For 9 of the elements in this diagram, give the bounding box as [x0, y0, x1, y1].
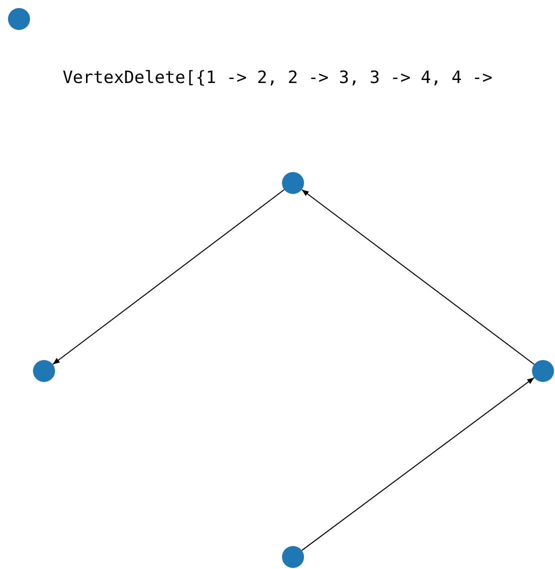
graph-vertex	[33, 360, 55, 382]
graph-vertex	[282, 546, 304, 568]
graph-vertex	[282, 172, 304, 194]
arrow	[52, 189, 285, 365]
code-text: VertexDelete[{1 -> 2, 2 -> 3, 3 -> 4, 4 ->	[62, 68, 494, 88]
graph-vertex	[532, 360, 554, 382]
arrow	[301, 189, 535, 365]
graph-vertex	[8, 8, 30, 30]
arrow	[301, 377, 535, 551]
